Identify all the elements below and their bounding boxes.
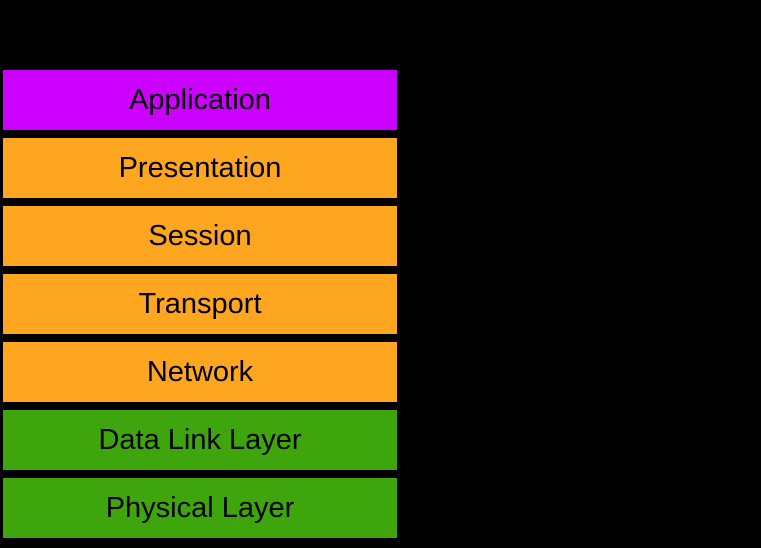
layer-label: Application: [129, 83, 271, 116]
layer-box-data-link: Data Link Layer: [0, 407, 400, 473]
layer-box-physical: Physical Layer: [0, 475, 400, 541]
layer-label: Data Link Layer: [98, 423, 302, 456]
layer-box-application: Application: [0, 67, 400, 133]
layer-label: Session: [148, 219, 252, 252]
layer-box-network: Network: [0, 339, 400, 405]
layer-label: Transport: [138, 287, 262, 320]
layer-box-session: Session: [0, 203, 400, 269]
layer-box-transport: Transport: [0, 271, 400, 337]
layer-label: Network: [146, 355, 254, 388]
layer-box-presentation: Presentation: [0, 135, 400, 201]
layer-label: Presentation: [118, 151, 282, 184]
layer-label: Physical Layer: [105, 491, 295, 524]
